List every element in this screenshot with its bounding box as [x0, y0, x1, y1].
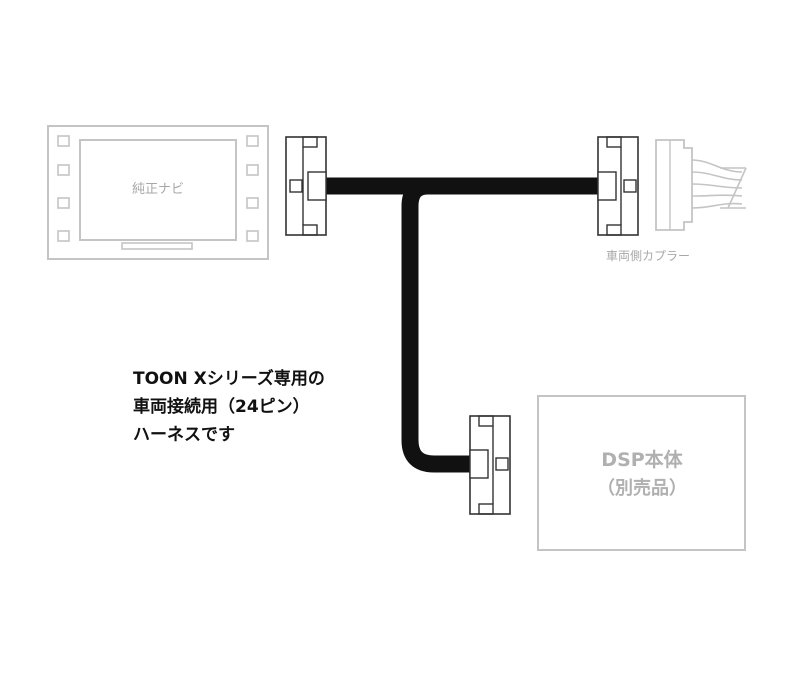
navigation-unit: 純正ナビ	[47, 125, 269, 260]
nav-label: 純正ナビ	[132, 182, 184, 197]
nav-button	[57, 197, 70, 209]
connector-pin	[623, 179, 637, 193]
description-line-2: 車両接続用（24ピン）	[133, 396, 310, 417]
connector-body	[469, 415, 511, 515]
coupler-wire	[691, 194, 743, 197]
nav-button	[57, 230, 70, 242]
vehicle-coupler: 車両側カプラー	[606, 139, 747, 263]
nav-button	[246, 197, 259, 209]
nav-button	[57, 164, 70, 176]
nav-disc-slot	[121, 242, 193, 250]
cable-cut-mark	[727, 167, 747, 209]
dsp-box	[537, 395, 746, 551]
connector-navi-side	[285, 136, 327, 236]
nav-button	[246, 164, 259, 176]
coupler-housing	[655, 139, 693, 231]
connector-latch	[302, 136, 318, 148]
connector-pin	[495, 457, 509, 471]
harness-branch-line	[401, 177, 472, 473]
nav-button	[246, 230, 259, 242]
description-line-3: ハーネスです	[133, 425, 235, 445]
dsp-label: DSP本体	[601, 448, 683, 471]
description-line-1: TOON Xシリーズ専用の	[133, 368, 325, 389]
connector-pin	[289, 179, 303, 193]
coupler-label: 車両側カプラー	[606, 249, 690, 263]
connector-latch	[478, 503, 494, 515]
nav-button	[246, 135, 259, 147]
connector-plug	[307, 171, 327, 201]
connector-plug	[597, 171, 617, 201]
connector-latch	[606, 136, 622, 148]
harness-description: TOON Xシリーズ専用の 車両接続用（24ピン） ハーネスです	[133, 368, 325, 445]
connector-latch	[606, 224, 622, 236]
nav-screen	[79, 139, 237, 241]
dsp-unit: DSP本体 （別売品）	[537, 395, 746, 551]
connector-dsp-side	[469, 415, 511, 515]
nav-button	[57, 135, 70, 147]
connector-vehicle-side	[597, 136, 639, 236]
coupler-wire	[691, 202, 743, 209]
coupler-wire	[691, 159, 743, 173]
dsp-sublabel: （別売品）	[597, 477, 687, 499]
coupler-wire	[691, 183, 743, 189]
connector-latch	[478, 415, 494, 427]
connector-latch	[302, 224, 318, 236]
coupler-wire	[691, 171, 743, 181]
connector-plug	[469, 449, 489, 479]
harness-cable	[320, 177, 602, 473]
